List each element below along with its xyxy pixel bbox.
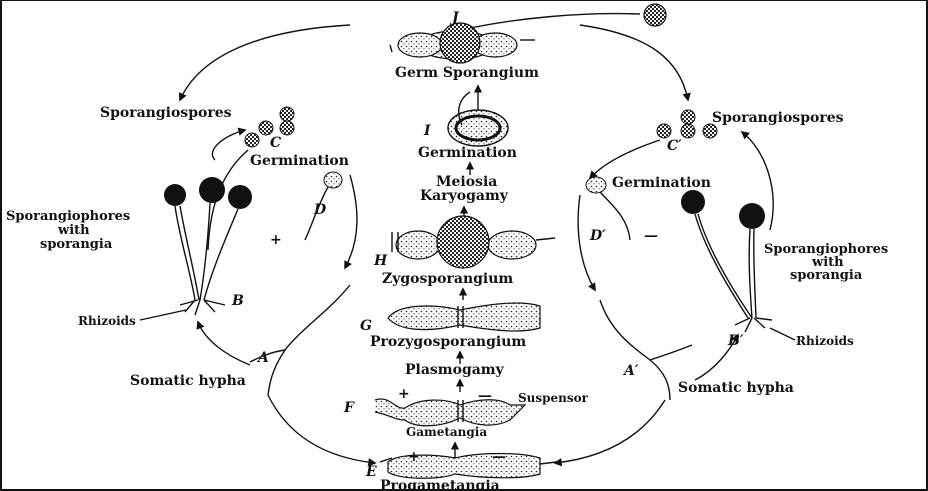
label-D: D: [313, 202, 327, 218]
zygosporangium-label: Zygosporangium: [382, 271, 513, 287]
label-B: B: [231, 293, 244, 309]
left-somatic-hypha-label: Somatic hypha: [130, 373, 246, 389]
left-spore-arrow-in: [212, 130, 245, 160]
label-A: A: [256, 350, 269, 366]
top-right-cycle-arrow: [580, 25, 688, 100]
label-D-prime: D′: [589, 228, 606, 244]
gametangia-label: Gametangia: [406, 425, 487, 439]
left-sporangiophores-label-2: with: [57, 223, 90, 238]
label-A-prime: A′: [622, 363, 639, 379]
label-C: C: [270, 135, 281, 151]
left-hypha-to-sporangiophore-arrow: [198, 322, 250, 365]
prozygosporangium-figure: [388, 303, 540, 331]
center-germination-label: Germination: [418, 145, 517, 161]
label-H: H: [373, 253, 388, 269]
label-J: J: [449, 10, 460, 26]
karyogamy-label: Karyogamy: [420, 188, 509, 204]
progametangia-label: Progametangia: [380, 478, 500, 491]
right-rhizoids-pointer: [770, 328, 795, 340]
left-bottom-cycle-arrow: [268, 395, 375, 463]
gametangia-plus: +: [398, 386, 410, 402]
right-germination-label: Germination: [612, 175, 711, 191]
left-plus-sign: +: [270, 232, 282, 248]
right-minus-sign: —: [644, 228, 658, 244]
left-sporangiophores-label-1: Sporangiophores: [6, 209, 130, 224]
progametangia-plus: +: [408, 449, 420, 465]
right-somatic-hypha-label: Somatic hypha: [678, 380, 794, 396]
label-B-prime: B′: [727, 333, 744, 349]
progametangia-figure: [380, 454, 556, 479]
gametangia-minus: —: [478, 388, 492, 404]
label-F: F: [343, 400, 355, 416]
left-rhizoids-label: Rhizoids: [78, 314, 136, 328]
suspensor-label: Suspensor: [518, 391, 589, 405]
left-somatic-hypha-figure: [250, 285, 350, 395]
right-rhizoids-label: Rhizoids: [796, 334, 854, 348]
label-C-prime: C′: [667, 138, 682, 154]
gametangia-figure: [375, 399, 525, 426]
left-sporangiophores-label-3: sporangia: [40, 237, 113, 252]
right-bottom-cycle-arrow: [555, 400, 665, 463]
germ-sporangium-label: Germ Sporangium: [395, 65, 539, 81]
label-G: G: [360, 318, 372, 334]
right-spore-arrow-down: [590, 140, 660, 178]
label-I: I: [423, 123, 431, 139]
plasmogamy-label: Plasmogamy: [405, 362, 505, 378]
right-spores-figure: [657, 110, 717, 138]
progametangia-minus: —: [492, 449, 506, 465]
top-left-cycle-arrow: [180, 25, 350, 100]
zygosporangium-figure: [392, 216, 555, 268]
left-sporangiospores-label: Sporangiospores: [100, 105, 232, 121]
label-E: E: [365, 464, 377, 480]
left-rhizoids-pointer: [140, 310, 186, 320]
right-sporangiospores-label: Sporangiospores: [712, 110, 844, 126]
right-sporangiophores-label-3: sporangia: [790, 268, 863, 283]
germ-sporangium-figure: [390, 4, 666, 63]
left-germ-arrow-down: [345, 175, 357, 268]
left-germination-label: Germination: [250, 153, 349, 169]
right-sporangiophores-figure: [681, 190, 772, 332]
prozygosporangium-label: Prozygosporangium: [370, 334, 526, 350]
